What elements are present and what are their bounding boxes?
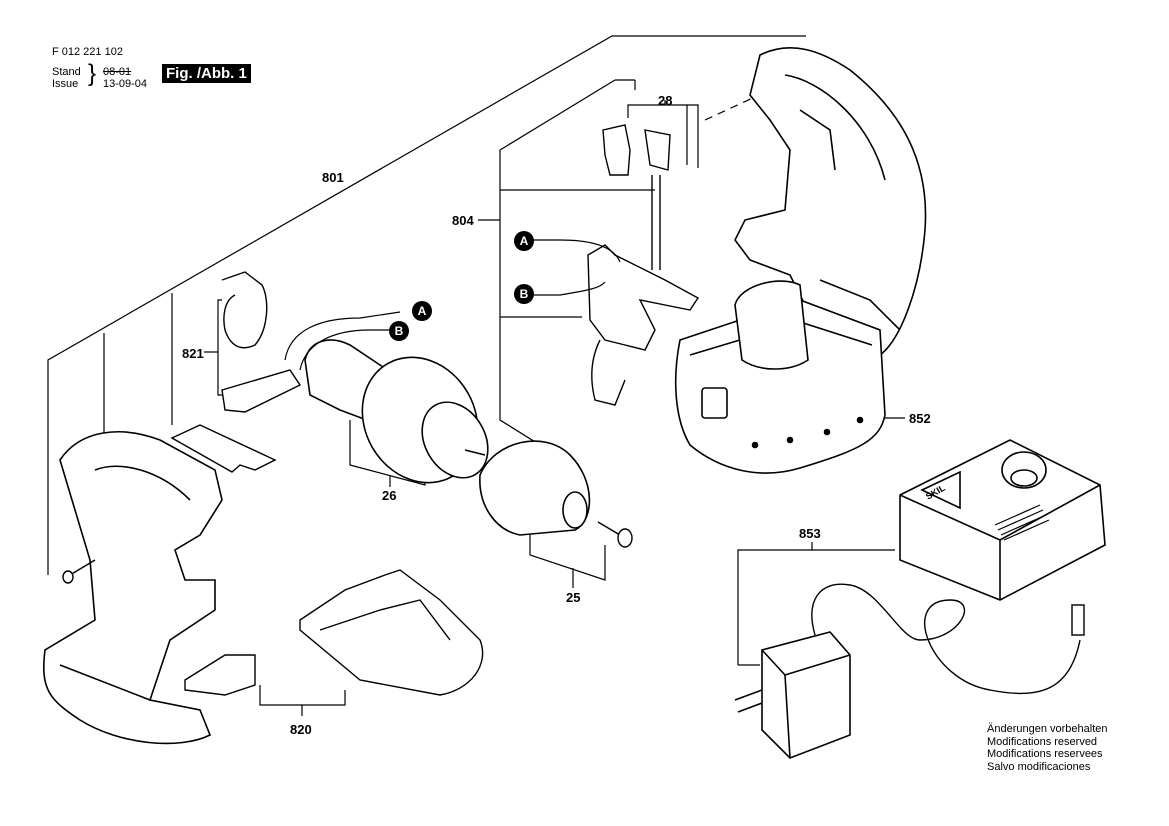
stand-value: 08-01 [103,66,132,78]
callout-820: 820 [290,722,312,737]
connector-b-switch: B [514,284,534,304]
figure-label: Fig. /Abb. 1 [162,64,251,83]
leader-801 [47,35,806,575]
charger-vent [994,504,1050,541]
stand-issue-values: 08-01 13-09-04 [103,66,147,90]
connector-a-motor: A [412,301,432,321]
chuck-screw [597,521,633,548]
callout-25: 25 [566,590,581,605]
callout-804: 804 [452,213,474,228]
battery-pack [674,280,886,474]
motor-wire-a [284,311,401,361]
battery-cover-820 [184,569,484,696]
switch-wire-a [532,239,621,263]
modifications-notice: Änderungen vorbehalten Modifications res… [987,723,1107,773]
clip-821 [221,271,302,413]
callout-853: 853 [799,526,821,541]
switch-module [587,124,700,406]
stand-label: Stand [52,66,81,78]
issue-label: Issue [52,78,79,90]
notice-es: Salvo modificaciones [987,760,1091,773]
housing-left-half [43,431,223,745]
notice-fr: Modifications reservees [987,748,1103,760]
callout-852: 852 [909,411,931,426]
cover-plate [170,424,277,473]
motor-wire-b [299,329,392,371]
issue-value: 13-09-04 [103,78,148,90]
notice-en: Modifications reserved [987,735,1098,748]
callout-28: 28 [658,93,673,108]
stand-issue-labels: Stand Issue [52,66,81,90]
callout-801: 801 [322,170,344,185]
plug-adapter [734,631,851,759]
notice-de: Änderungen vorbehalten [987,723,1108,735]
part-number: F 012 221 102 [52,46,123,58]
cord-plug [1071,604,1085,636]
drill-chuck [479,440,591,536]
side-screw [62,559,96,584]
charger-base [899,439,1106,601]
motor-gearbox [304,339,489,484]
callout-26: 26 [382,488,397,503]
connector-a-switch: A [514,231,534,251]
charger-cord [811,583,1081,695]
connector-b-motor: B [389,321,409,341]
brace-symbol: } [88,60,97,87]
switch-wire-b [532,281,606,296]
callout-821: 821 [182,346,204,361]
leader-804-top [499,150,581,471]
